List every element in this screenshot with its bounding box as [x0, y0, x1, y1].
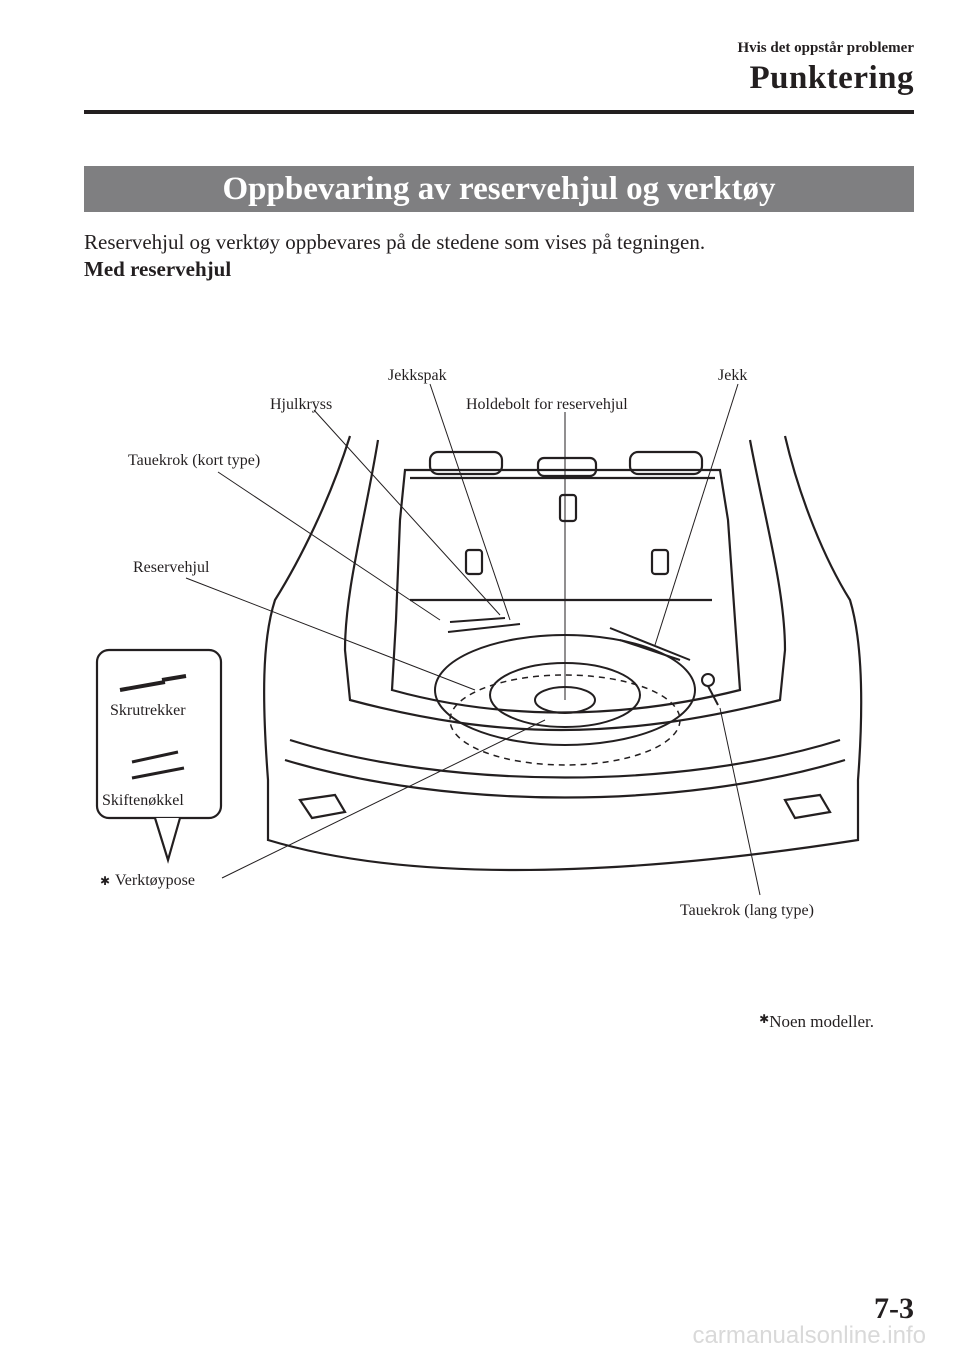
leader-lines	[186, 384, 760, 895]
page-number: 7-3	[874, 1292, 914, 1326]
intro-paragraph: Reservehjul og verktøy oppbevares på de …	[84, 230, 705, 255]
footnote: ✱Noen modeller.	[759, 1012, 874, 1032]
site-watermark: carmanualsonline.info	[693, 1322, 926, 1350]
subheading: Med reservehjul	[84, 257, 231, 282]
label-skiftenokkel: Skiftenøkkel	[102, 792, 184, 809]
car-rear-outline	[264, 436, 861, 870]
footnote-text: Noen modeller.	[769, 1012, 874, 1031]
header-rule	[84, 110, 914, 114]
diagram-labels: Jekkspak Jekk Hjulkryss Holdebolt for re…	[100, 367, 814, 919]
label-tauekrok-kort: Tauekrok (kort type)	[128, 452, 260, 469]
tool-bag-callout	[97, 650, 221, 860]
label-verktoypose-asterisk: ✱	[100, 874, 110, 888]
label-reservehjul: Reservehjul	[133, 559, 210, 576]
label-verktoypose: Verktøypose	[115, 872, 195, 889]
label-hjulkryss: Hjulkryss	[270, 396, 332, 413]
label-holdebolt: Holdebolt for reservehjul	[466, 396, 628, 413]
label-jekk: Jekk	[718, 367, 747, 384]
label-skrutrekker: Skrutrekker	[110, 702, 186, 719]
label-jekkspak: Jekkspak	[388, 367, 447, 384]
trunk-diagram: Jekkspak Jekk Hjulkryss Holdebolt for re…	[0, 340, 960, 940]
label-tauekrok-lang: Tauekrok (lang type)	[680, 902, 814, 919]
section-title-bar: Oppbevaring av reservehjul og verktøy	[84, 166, 914, 212]
section-header: Hvis det oppstår problemer	[737, 40, 914, 57]
chapter-title: Punktering	[749, 60, 914, 97]
footnote-asterisk: ✱	[759, 1012, 769, 1026]
